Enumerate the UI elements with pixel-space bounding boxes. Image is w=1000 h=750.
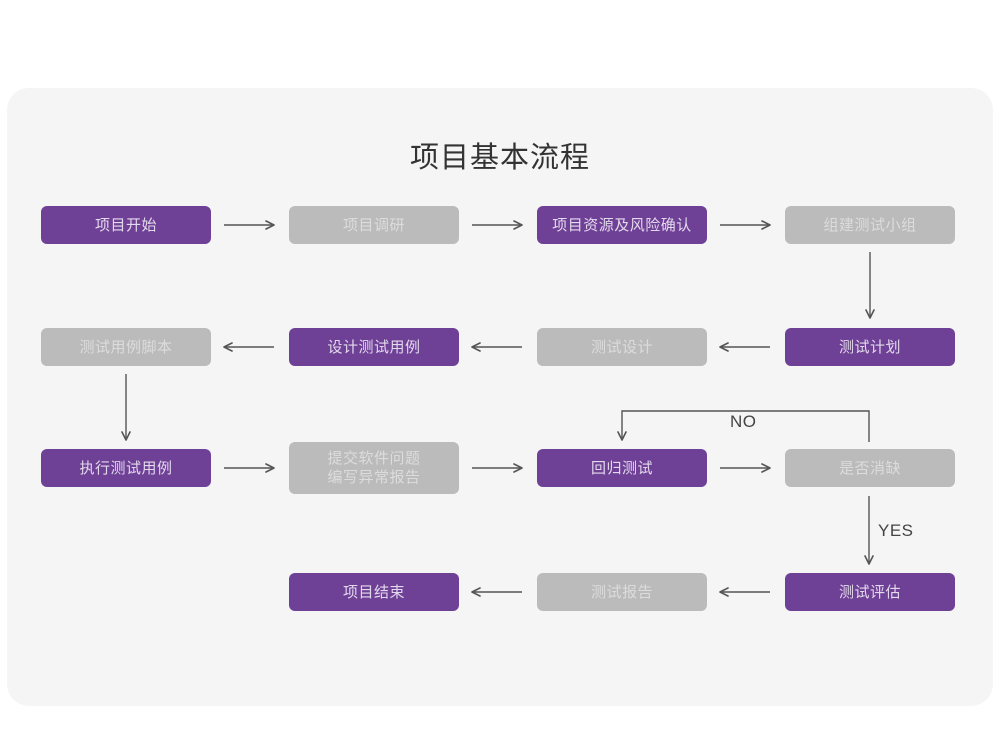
node-regression-test[interactable]: 回归测试 [537, 449, 707, 487]
node-execute-test-cases[interactable]: 执行测试用例 [41, 449, 211, 487]
node-form-test-team[interactable]: 组建测试小组 [785, 206, 955, 244]
edge-label-yes: YES [878, 521, 914, 540]
node-test-plan[interactable]: 测试计划 [785, 328, 955, 366]
node-project-research[interactable]: 项目调研 [289, 206, 459, 244]
node-submit-issues-report[interactable]: 提交软件问题 编写异常报告 [289, 442, 459, 494]
edge-label-no: NO [730, 412, 757, 431]
node-defect-cleared-decision[interactable]: 是否消缺 [785, 449, 955, 487]
node-project-start[interactable]: 项目开始 [41, 206, 211, 244]
node-resource-risk-confirm[interactable]: 项目资源及风险确认 [537, 206, 707, 244]
node-design-test-cases[interactable]: 设计测试用例 [289, 328, 459, 366]
page-title: 项目基本流程 [409, 142, 590, 174]
node-test-design[interactable]: 测试设计 [537, 328, 707, 366]
node-test-case-script[interactable]: 测试用例脚本 [41, 328, 211, 366]
node-project-end[interactable]: 项目结束 [289, 573, 459, 611]
node-test-report[interactable]: 测试报告 [537, 573, 707, 611]
diagram-card [7, 88, 993, 706]
node-test-evaluation[interactable]: 测试评估 [785, 573, 955, 611]
